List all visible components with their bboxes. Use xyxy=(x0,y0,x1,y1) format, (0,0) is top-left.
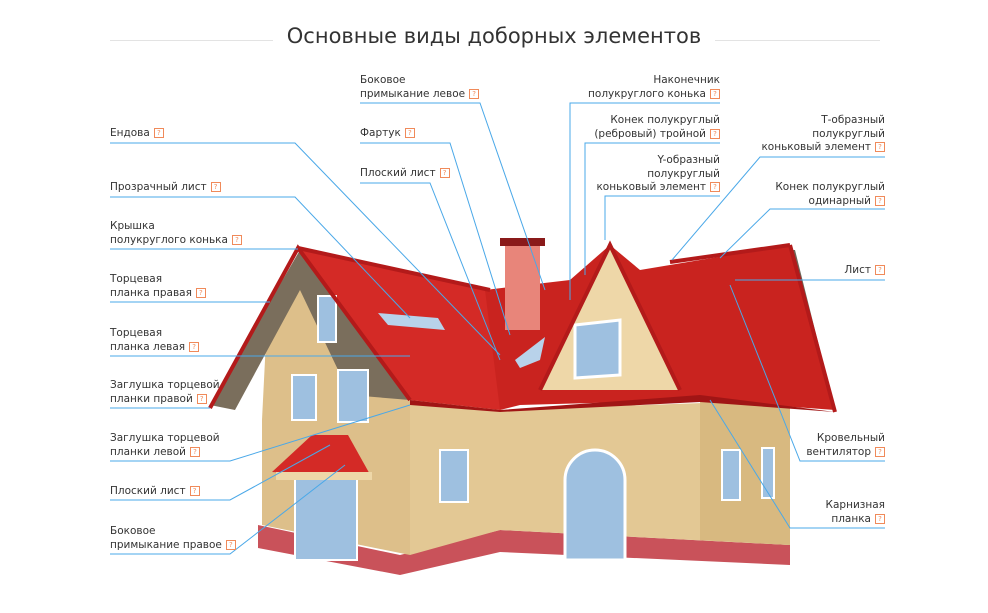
help-icon[interactable]: ? xyxy=(875,265,885,275)
help-icon[interactable]: ? xyxy=(225,539,236,550)
label-text: полукруглого конька xyxy=(588,87,706,100)
help-icon[interactable]: ? xyxy=(196,393,207,404)
label-text: Заглушка торцевой xyxy=(110,432,220,444)
label-text: Конек полукруглый xyxy=(775,181,885,193)
help-icon[interactable]: ? xyxy=(710,88,720,99)
label-text: полукруглый xyxy=(812,127,885,140)
label-text: примыкание левое xyxy=(360,87,466,100)
label-text: полукруглого конька xyxy=(110,233,228,246)
help-icon[interactable]: ? xyxy=(195,287,206,298)
label-flat-left[interactable]: Плоский лист? xyxy=(110,485,200,499)
skylight xyxy=(378,313,445,330)
label-text: полукруглый xyxy=(647,167,720,180)
label-sheet[interactable]: Лист? xyxy=(844,264,885,278)
label-text: Ендова xyxy=(110,127,150,139)
help-icon[interactable]: ? xyxy=(439,168,450,178)
help-icon[interactable]: ? xyxy=(231,234,242,245)
label-flat-top[interactable]: Плоский лист? xyxy=(360,167,450,181)
help-icon[interactable]: ? xyxy=(210,182,221,192)
chimney xyxy=(505,245,540,330)
porch-door xyxy=(294,477,358,561)
label-text: коньковый элемент xyxy=(596,181,706,193)
label-apron[interactable]: Фартук? xyxy=(360,127,415,141)
help-icon[interactable]: ? xyxy=(153,128,164,138)
label-text: (ребровый) тройной xyxy=(594,127,706,140)
label-text: планка правая xyxy=(110,286,192,299)
help-icon[interactable]: ? xyxy=(190,446,200,457)
label-text: планка левая xyxy=(110,340,186,353)
label-text: вентилятор xyxy=(806,445,871,458)
help-icon[interactable]: ? xyxy=(875,513,885,524)
help-icon[interactable]: ? xyxy=(875,142,885,152)
leader-lines xyxy=(110,102,885,555)
label-text: Карнизная xyxy=(825,499,885,511)
label-text: одинарный xyxy=(808,194,871,207)
label-text: примыкание правое xyxy=(110,538,222,551)
label-text: Крышка xyxy=(110,220,155,232)
help-icon[interactable]: ? xyxy=(710,128,720,139)
help-icon[interactable]: ? xyxy=(189,486,200,496)
label-text: Фартук xyxy=(360,127,401,139)
label-text: Торцевая xyxy=(110,273,163,285)
label-text: планка xyxy=(831,512,871,525)
dormer-window xyxy=(573,318,622,380)
help-icon[interactable]: ? xyxy=(875,195,885,206)
page-title: Основные виды доборных элементов xyxy=(0,24,988,48)
label-text: Кровельный xyxy=(816,432,885,444)
label-text: коньковый элемент xyxy=(761,141,871,153)
label-endova[interactable]: Ендова? xyxy=(110,127,164,141)
label-text: планки правой xyxy=(110,392,193,405)
label-text: Конек полукруглый xyxy=(610,114,720,126)
help-icon[interactable]: ? xyxy=(875,446,885,457)
porch-roof xyxy=(272,435,372,478)
label-text: Лист xyxy=(844,264,871,276)
help-icon[interactable]: ? xyxy=(710,182,720,192)
label-text: Боковое xyxy=(110,525,156,537)
label-text: Плоский лист xyxy=(360,167,436,179)
help-icon[interactable]: ? xyxy=(404,128,415,138)
label-triple[interactable]: Конек полукруглый(ребровый) тройной? xyxy=(594,114,720,141)
label-text: Торцевая xyxy=(110,327,163,339)
label-text: планки левой xyxy=(110,445,186,458)
label-text: Наконечник xyxy=(653,74,720,86)
help-icon[interactable]: ? xyxy=(469,88,480,99)
label-text: Заглушка торцевой xyxy=(110,379,220,391)
help-icon[interactable]: ? xyxy=(189,341,200,352)
label-transparent[interactable]: Прозрачный лист? xyxy=(110,181,221,195)
label-text: Боковое xyxy=(360,74,406,86)
label-text: Плоский лист xyxy=(110,485,186,497)
label-text: Прозрачный лист xyxy=(110,181,207,193)
label-text: Y-образный xyxy=(657,154,720,166)
arched-door xyxy=(563,448,627,562)
label-text: Т-образный xyxy=(821,114,885,126)
